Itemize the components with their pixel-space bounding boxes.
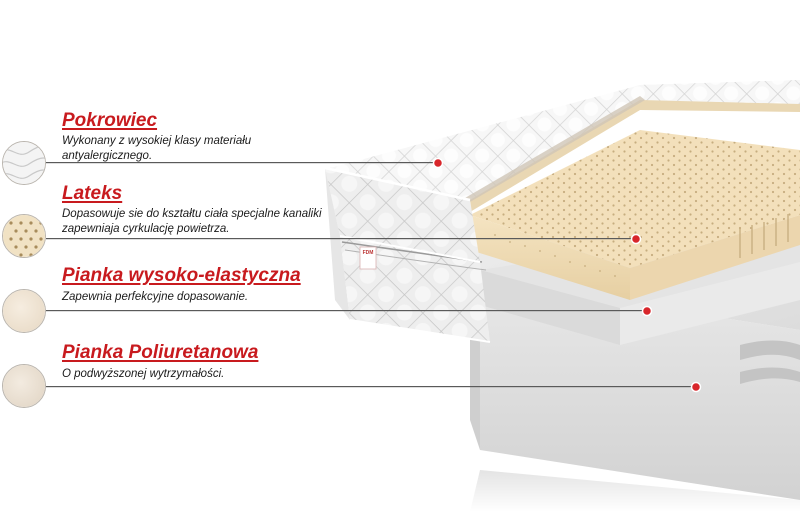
layer-title-cover: Pokrowiec [62,110,158,131]
callout-dots [432,157,702,393]
layer-description-latex: Dopasowuje sie do kształtu ciała specjal… [62,208,322,235]
callout-line-pu-foam [46,386,696,388]
hr-foam-swatch-icon [2,289,46,333]
quilted-fabric-swatch-icon [2,141,46,185]
latex-layer [470,130,800,300]
layer-description-hr-foam: Zapewnia perfekcyjne dopasowanie. [62,291,249,303]
brand-tag: FDM [362,250,374,256]
pu-foam-swatch-icon [2,364,46,408]
layer-description-pu-foam: O podwyższonej wytrzymałości. [62,368,225,380]
layer-title-pu-foam: Pianka Poliuretanowa [62,342,259,363]
layer-description-cover: Wykonany z wysokiej klasy materiału anty… [62,135,252,162]
cover-top-layer [330,80,800,212]
layer-title-latex: Lateks [62,183,123,204]
callout-line-hr-foam [46,310,647,312]
callout-line-cover [46,162,438,164]
perforated-latex-swatch-icon [2,214,46,258]
callout-line-latex [46,238,636,240]
layer-title-hr-foam: Pianka wysoko-elastyczna [62,265,301,286]
